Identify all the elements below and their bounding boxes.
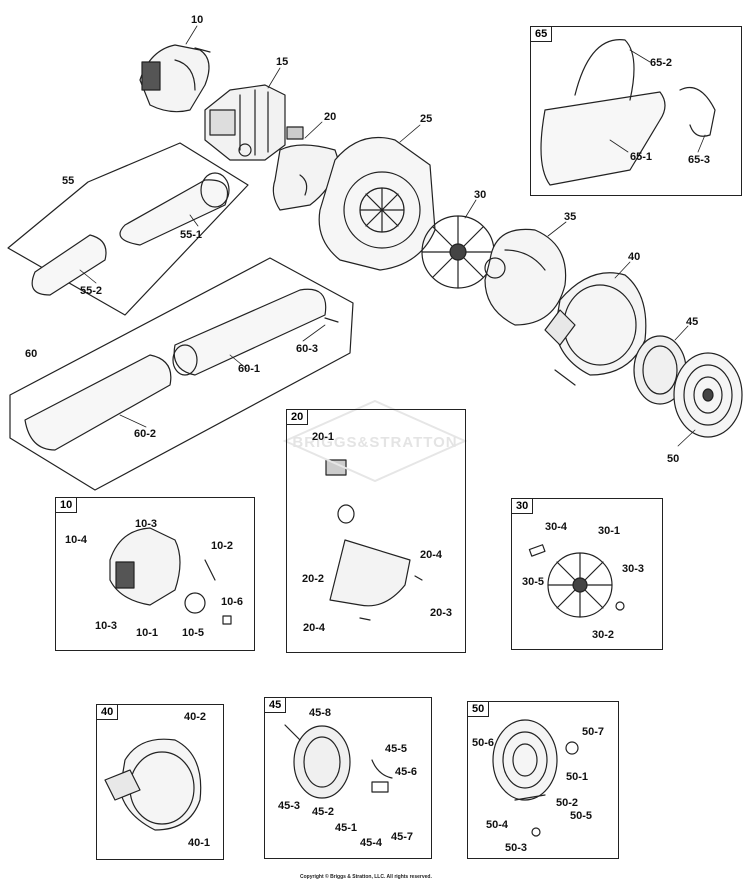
callout-65-3: 65-3: [688, 154, 711, 166]
panel-40-tag: 40: [96, 704, 119, 720]
callout-15: 15: [276, 56, 289, 68]
callout-25: 25: [420, 113, 433, 125]
callout-50-5: 50-5: [570, 810, 593, 822]
callout-45-3: 45-3: [278, 800, 301, 812]
panel-50-art: [492, 719, 579, 837]
watermark-diamond-icon: [282, 399, 468, 483]
callout-10-5: 10-5: [182, 627, 205, 639]
part-40-housing: [544, 272, 647, 386]
callout-20-4: 20-4: [420, 549, 443, 561]
part-50-guard: [673, 352, 743, 438]
panel-65-tag: 65: [530, 26, 553, 42]
callout-20: 20: [324, 111, 337, 123]
part-45-bracket: [633, 335, 687, 405]
brand-watermark: BRIGGS&STRATTON: [280, 396, 470, 486]
callout-30-4: 30-4: [545, 521, 568, 533]
callout-55-1: 55-1: [180, 229, 203, 241]
callout-40: 40: [628, 251, 641, 263]
callout-10-2: 10-2: [211, 540, 234, 552]
panel-30: 30: [511, 498, 663, 650]
callout-45: 45: [686, 316, 699, 328]
callout-45-2: 45-2: [312, 806, 335, 818]
panel-45-tag: 45: [264, 697, 287, 713]
part-20-handle: [272, 126, 341, 211]
callout-35: 35: [564, 211, 577, 223]
panel-40-art: [104, 738, 202, 831]
callout-55: 55: [62, 175, 75, 187]
part-55-tube-group: [7, 142, 249, 316]
callout-60-1: 60-1: [238, 363, 261, 375]
panel-10: 10: [55, 497, 255, 651]
callout-65-2: 65-2: [650, 57, 673, 69]
callout-60-3: 60-3: [296, 343, 319, 355]
callout-10-3b: 10-3: [95, 620, 118, 632]
callout-45-6: 45-6: [395, 766, 418, 778]
callout-10-3: 10-3: [135, 518, 158, 530]
part-15-engine: [204, 84, 286, 161]
callout-50-1: 50-1: [566, 771, 589, 783]
callout-30: 30: [474, 189, 487, 201]
part-35-volute: [484, 228, 567, 326]
callout-45-1: 45-1: [335, 822, 358, 834]
callout-60: 60: [25, 348, 38, 360]
callout-30-1: 30-1: [598, 525, 621, 537]
callout-10-6: 10-6: [221, 596, 244, 608]
panel-45: 45: [264, 697, 432, 859]
panel-20: 20: [286, 409, 466, 653]
panel-65: 65: [530, 26, 742, 196]
callout-10: 10: [191, 14, 204, 26]
callout-50-4: 50-4: [486, 819, 509, 831]
panel-10-art: [109, 527, 232, 625]
callout-40-1: 40-1: [188, 837, 211, 849]
part-10-cover: [139, 44, 211, 113]
panel-10-tag: 10: [55, 497, 78, 513]
callout-45-4: 45-4: [360, 837, 383, 849]
callout-20-4b: 20-4: [303, 622, 326, 634]
callout-30-3: 30-3: [622, 563, 645, 575]
panel-45-art: [284, 724, 393, 799]
part-65-bag: [540, 39, 716, 186]
part-60-tube-group: [9, 257, 354, 491]
callout-45-5: 45-5: [385, 743, 408, 755]
panel-30-tag: 30: [511, 498, 534, 514]
part-25-housing: [318, 136, 436, 271]
callout-50-3: 50-3: [505, 842, 528, 854]
callout-20-1: 20-1: [312, 431, 335, 443]
callout-30-2: 30-2: [592, 629, 615, 641]
callout-20-2: 20-2: [302, 573, 325, 585]
callout-50-6: 50-6: [472, 737, 495, 749]
callout-10-1: 10-1: [136, 627, 159, 639]
watermark-text: BRIGGS&STRATTON: [292, 434, 458, 451]
copyright-notice: Copyright © Briggs & Stratton, LLC. All …: [300, 874, 432, 880]
callout-30-5: 30-5: [522, 576, 545, 588]
callout-10-4: 10-4: [65, 534, 88, 546]
callout-55-2: 55-2: [80, 285, 103, 297]
callout-45-8: 45-8: [309, 707, 332, 719]
panel-50-tag: 50: [467, 701, 490, 717]
callout-50: 50: [667, 453, 680, 465]
callout-50-7: 50-7: [582, 726, 605, 738]
panel-20-tag: 20: [286, 409, 309, 425]
leader-lines: [79, 25, 706, 447]
panel-40: 40: [96, 704, 224, 860]
part-30-fan: [421, 215, 495, 289]
panel-50: 50: [467, 701, 619, 859]
panel-20-art: [325, 459, 423, 621]
callout-40-2: 40-2: [184, 711, 207, 723]
callout-60-2: 60-2: [134, 428, 157, 440]
callout-45-7: 45-7: [391, 831, 414, 843]
callout-65-1: 65-1: [630, 151, 653, 163]
panel-30-art: [528, 544, 625, 618]
callout-20-3: 20-3: [430, 607, 453, 619]
callout-50-2: 50-2: [556, 797, 579, 809]
